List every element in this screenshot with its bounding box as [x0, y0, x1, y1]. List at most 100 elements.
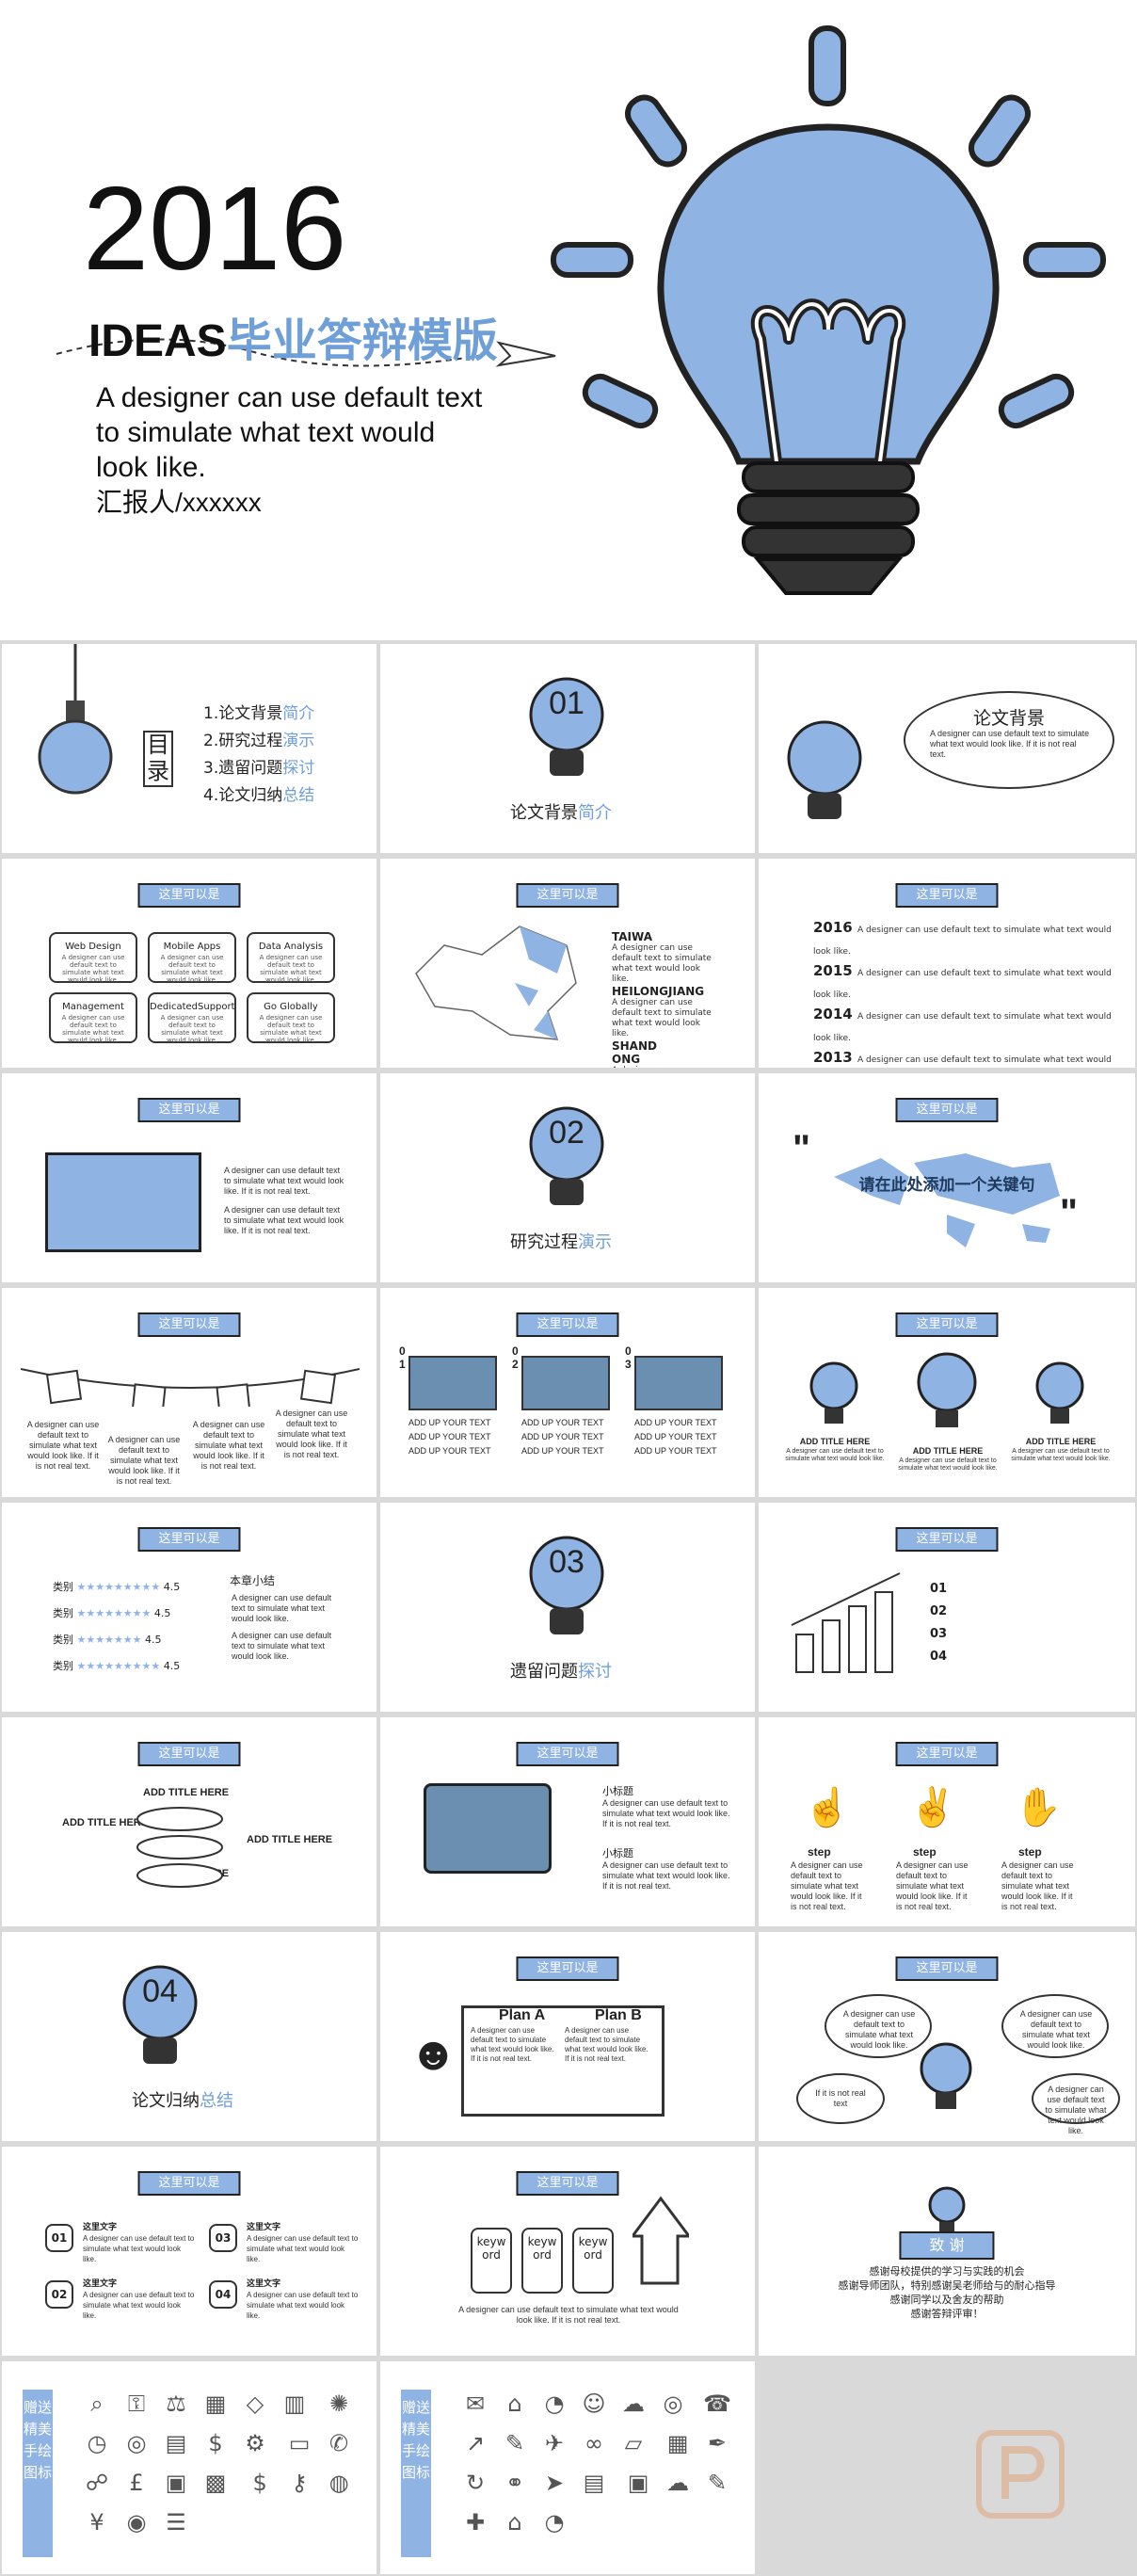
slide-hanging-notes[interactable]: 这里可以是 A designer can use default text to…: [2, 1288, 376, 1497]
lightbulb-icons: [809, 1352, 1084, 1427]
slide-banner: 这里可以是: [516, 883, 619, 908]
note-text: A designer can use default text to simul…: [275, 1409, 348, 1459]
cover-reporter: 汇报人/xxxxxx: [96, 488, 262, 517]
item-number: 03: [209, 2224, 237, 2252]
rating-row[interactable]: 类别 ★★★★★★★★ 4.5: [53, 1607, 171, 1619]
slide-section-02[interactable]: 02 研究过程演示: [380, 1073, 755, 1282]
tag-icon: ⌂: [507, 2391, 522, 2417]
bars-icon: ▥: [283, 2391, 306, 2417]
hand-icon: ✋: [1015, 1787, 1062, 1828]
scale-icon: ⚖: [166, 2391, 186, 2417]
watch-icon: ◔: [544, 2509, 565, 2536]
slide-section-04[interactable]: 04 论文归纳总结: [2, 1932, 376, 2141]
speech-bubble: 论文背景 A designer can use default text to …: [904, 691, 1114, 789]
slide-image-callout[interactable]: 这里可以是 A designer can use default text to…: [2, 1073, 376, 1282]
slide-section-03[interactable]: 03 遗留问题探讨: [380, 1503, 755, 1712]
cover-title: IDEAS毕业答辩模版: [88, 303, 498, 369]
toc-item[interactable]: 3.遗留问题探讨: [203, 759, 315, 778]
slide-icon-gift-2[interactable]: 赠送精美手绘图标 ✉⌂◔☺☁◎ ☎↗✎✈∞▱ ▦✒↻⚭➤▤ ▣☁✎✚⌂◔: [380, 2361, 755, 2574]
rating-row[interactable]: 类别 ★★★★★★★ 4.5: [53, 1634, 162, 1646]
wallet-icon: ▣: [165, 2470, 187, 2496]
slide-tv-screen[interactable]: 这里可以是 小标题 A designer can use default tex…: [380, 1717, 755, 1926]
slide-hand-steps[interactable]: 这里可以是 ☝ ✌ ✋ step step step A designer ca…: [759, 1717, 1135, 1926]
cloud-bubble: A designer can use default text to simul…: [1032, 2073, 1120, 2135]
section-title: 论文背景简介: [510, 803, 612, 822]
gift-title: 赠送精美手绘图标: [401, 2390, 431, 2557]
rating-row[interactable]: 类别 ★★★★★★★★★ 4.5: [53, 1581, 181, 1593]
photo-frame-image: [45, 1152, 201, 1252]
slide-summary-items[interactable]: 这里可以是 01 03 02 04 这里文字 A designer can us…: [2, 2147, 376, 2356]
lightbulb-icon: [529, 677, 604, 776]
clock-icon: ◷: [87, 2430, 107, 2456]
slide-plans[interactable]: 这里可以是 Plan A Plan B A designer can use d…: [380, 1932, 755, 2141]
slide-section-01[interactable]: 01 论文背景简介: [380, 644, 755, 853]
keyword-card[interactable]: keyw ord: [521, 2228, 563, 2294]
glasses-icon: ∞: [585, 2430, 603, 2456]
rating-row[interactable]: 类别 ★★★★★★★★★ 4.5: [53, 1660, 181, 1672]
slide-stacked-cylinders[interactable]: 这里可以是 ADD TITLE HERE ADD TITLE HERE ADD …: [2, 1717, 376, 1926]
slide-toc[interactable]: 目录 1.论文背景简介 2.研究过程演示 3.遗留问题探讨 4.论文归纳总结: [2, 644, 376, 853]
keyword-card[interactable]: keyw ord: [572, 2228, 614, 2294]
keyword-card[interactable]: keyw ord: [471, 2228, 512, 2294]
thanks-lines: 感谢母校提供的学习与实践的机会感谢导师团队，特别感谢吴老师给与的耐心指导感谢同学…: [838, 2266, 1056, 2320]
plan-a-title: Plan A: [499, 2007, 546, 2023]
cover-title-cn: 毕业答辩模版: [226, 316, 498, 366]
toc-title: 目录: [143, 731, 173, 787]
slide-background[interactable]: 论文背景 A designer can use default text to …: [759, 644, 1135, 853]
empty-slot: [759, 2361, 1135, 2574]
tv-image: [424, 1783, 552, 1874]
year-row[interactable]: 2016 A designer can use default text to …: [813, 919, 1112, 957]
slide-thought-clouds[interactable]: 这里可以是 A designer can use default text to…: [759, 1932, 1135, 2141]
print-icon: ▤: [583, 2470, 605, 2496]
telephone-icon: ☎: [703, 2391, 732, 2417]
slide-three-bulbs[interactable]: 这里可以是 ADD TITLE HERE ADD TITLE HERE ADD …: [759, 1288, 1135, 1497]
item-number: 01: [45, 2224, 73, 2252]
slide-timeline[interactable]: 这里可以是 2016 A designer can use default te…: [759, 859, 1135, 1068]
chart-icon: ▩: [204, 2470, 227, 2496]
slide-banner: 这里可以是: [516, 1956, 619, 1981]
rating-list: 类别 ★★★★★★★★★ 4.5 类别 ★★★★★★★★ 4.5 类别 ★★★★…: [53, 1574, 180, 1680]
toc-item[interactable]: 2.研究过程演示: [203, 732, 315, 750]
column-number: 0 1: [399, 1344, 406, 1371]
cloud-bubble: A designer can use default text to simul…: [825, 1994, 932, 2058]
bar-growth-image: [791, 1572, 901, 1673]
note-text: A designer can use default text to simul…: [192, 1420, 265, 1471]
slide-thanks[interactable]: 致 谢 感谢母校提供的学习与实践的机会感谢导师团队，特别感谢吴老师给与的耐心指导…: [759, 2147, 1135, 2356]
toc-item[interactable]: 4.论文归纳总结: [203, 786, 315, 805]
lifebuoy-icon: ◎: [663, 2391, 683, 2417]
subheading: 小标题: [602, 1786, 633, 1797]
gift-title: 赠送精美手绘图标: [23, 2390, 53, 2557]
mail-icon: ✉: [465, 2391, 486, 2417]
note-icon: ✎: [708, 2470, 728, 2496]
section-title: 论文归纳总结: [132, 2091, 233, 2110]
quote-mark-close: ": [1060, 1192, 1078, 1233]
note-text: A designer can use default text to simul…: [107, 1435, 181, 1486]
year-row[interactable]: 2014 A designer can use default text to …: [813, 1006, 1112, 1043]
slide-ratings[interactable]: 这里可以是 类别 ★★★★★★★★★ 4.5 类别 ★★★★★★★★ 4.5 类…: [2, 1503, 376, 1712]
year-row[interactable]: 2015 A designer can use default text to …: [813, 962, 1112, 1000]
slide-cover[interactable]: 2016 IDEAS毕业答辩模版 A designer can use defa…: [0, 0, 1137, 640]
lightbulb-icon: [928, 2186, 966, 2233]
refresh-icon: ↻: [465, 2470, 486, 2496]
slide-keywords[interactable]: 这里可以是 keyw ord keyw ord keyw ord A desig…: [380, 2147, 755, 2356]
hand-icon: ☝: [804, 1787, 851, 1828]
slide-banner: 这里可以是: [516, 1312, 619, 1337]
year-row[interactable]: 2013 A designer can use default text to …: [813, 1049, 1112, 1066]
lock-icon: ⚷: [291, 2470, 308, 2496]
note-text: A designer can use default text to simul…: [26, 1420, 100, 1471]
slide-world-map[interactable]: 这里可以是 " " 请在此处添加一个关键句: [759, 1073, 1135, 1282]
section-number: 02: [549, 1115, 585, 1151]
save-icon: ▣: [627, 2470, 649, 2496]
slide-icon-gift-1[interactable]: 赠送精美手绘图标 ⌕⚿⚖▦◇▥ ✺◷◎▤$⚙ ▭✆☍£▣▩ $⚷◍¥◉☰: [2, 2361, 376, 2574]
toc-item[interactable]: 1.论文背景简介: [203, 704, 315, 723]
